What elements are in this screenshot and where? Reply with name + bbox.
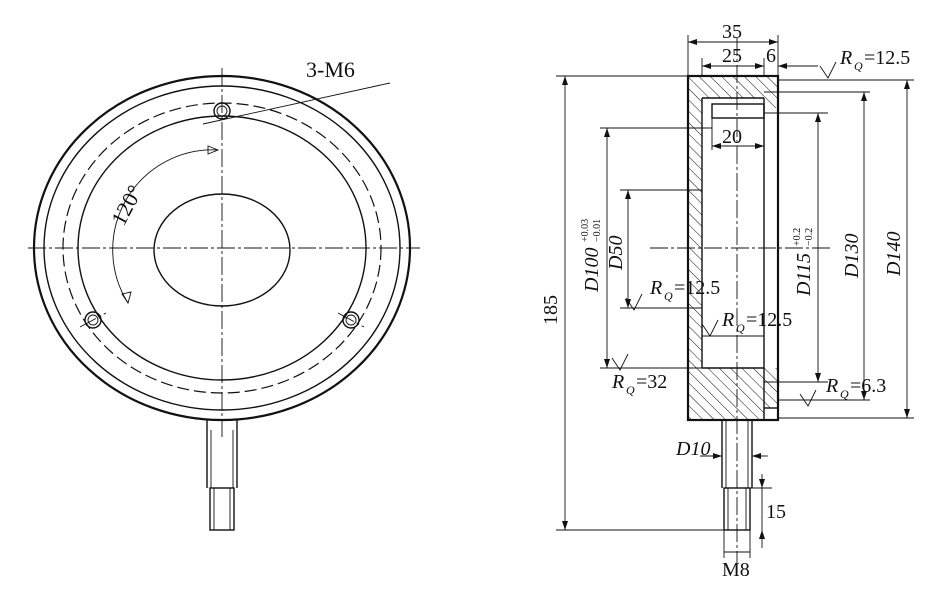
- dim-d50: D50: [605, 236, 627, 271]
- dim-width-25: 25: [722, 45, 742, 67]
- svg-text:Q: Q: [626, 383, 635, 397]
- dim-d100: D100: [581, 248, 603, 293]
- svg-text:R: R: [721, 309, 734, 331]
- svg-text:R: R: [825, 375, 838, 397]
- roughness-bottom-right: R Q =6.3: [799, 375, 886, 407]
- dim-thread-m8: M8: [722, 559, 750, 581]
- dim-d115: D115: [793, 253, 815, 297]
- hole-leader-line: [202, 82, 391, 125]
- bolt-hole-right: [342, 311, 360, 329]
- svg-text:R: R: [649, 277, 662, 299]
- dim-d100-tol-lower: −0.01: [592, 219, 603, 242]
- hatch-top-wall: [702, 76, 764, 98]
- svg-text:Q: Q: [854, 59, 863, 73]
- dim-d130: D130: [841, 234, 863, 279]
- roughness-top: R Q =12.5: [790, 47, 910, 79]
- dim-height-185: 185: [540, 295, 562, 325]
- dim-d10: D10: [675, 438, 710, 460]
- section-shaft: [721, 420, 753, 531]
- roughness-d50: R Q =12.5: [625, 277, 720, 311]
- dim-length-15: 15: [766, 501, 786, 523]
- dim-d115-tol-upper: +0.2: [792, 228, 803, 246]
- dim-width-35: 35: [722, 21, 742, 43]
- svg-text:=12.5: =12.5: [674, 277, 720, 299]
- dim-slot-20: 20: [722, 126, 742, 148]
- svg-text:Q: Q: [664, 289, 673, 303]
- svg-text:Q: Q: [840, 387, 849, 401]
- front-view: 3-M6 120°: [28, 57, 420, 531]
- svg-text:R: R: [839, 47, 852, 69]
- hatch-right-wall-lower: [764, 368, 778, 408]
- svg-text:=12.5: =12.5: [864, 47, 910, 69]
- dim-d100-tol-upper: +0.03: [580, 219, 591, 242]
- svg-text:=32: =32: [636, 371, 667, 393]
- svg-text:R: R: [611, 371, 624, 393]
- roughness-inner: R Q =12.5: [701, 309, 792, 337]
- angle-label: 120°: [106, 181, 148, 230]
- bolt-hole-top: [213, 102, 231, 120]
- bolt-hole-left: [84, 311, 102, 329]
- section-view: 35 25 6 20 185 D100 +0.03 −0.01: [540, 21, 914, 581]
- dim-d140: D140: [883, 232, 905, 277]
- svg-text:Q: Q: [736, 321, 745, 335]
- roughness-bottom-left: R Q =32: [611, 353, 667, 397]
- svg-text:=12.5: =12.5: [746, 309, 792, 331]
- angle-arc: [112, 149, 219, 304]
- svg-text:=6.3: =6.3: [850, 375, 886, 397]
- dim-width-6: 6: [766, 45, 776, 67]
- hole-callout: 3-M6: [306, 57, 355, 82]
- dim-d115-tol-lower: −0.2: [804, 228, 815, 246]
- hatch-bottom-wall: [702, 368, 764, 420]
- shaft-stem: [206, 420, 238, 531]
- slot: [711, 103, 765, 119]
